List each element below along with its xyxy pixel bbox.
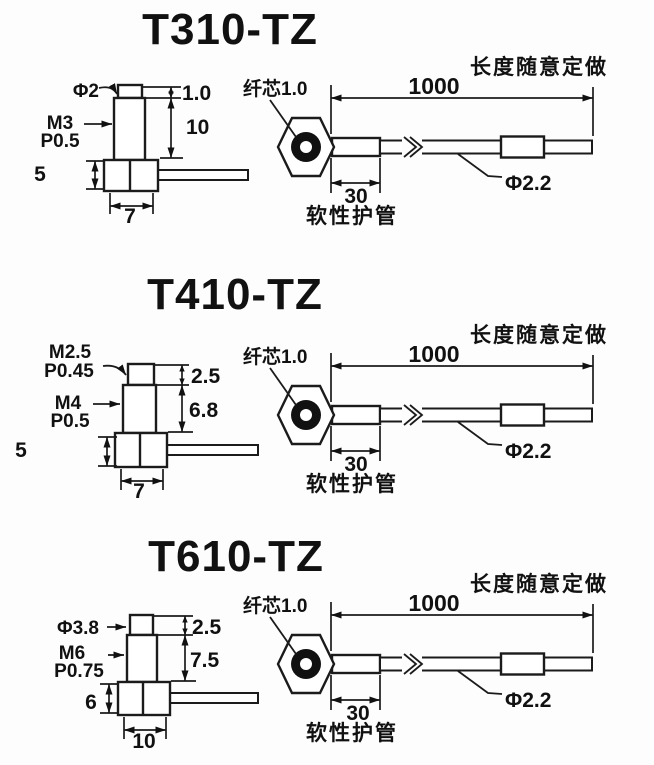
cable-connector bbox=[499, 652, 546, 676]
cable-length-note: 长度随意定做 bbox=[470, 55, 608, 79]
dim-tip-height: 2.5 bbox=[192, 616, 222, 639]
dim-tip-height: 1.0 bbox=[182, 82, 211, 105]
cable-view: 长度随意定做 纤芯1.0 1000 30 软性护管 Φ2.2 bbox=[243, 323, 608, 496]
sensor-tip bbox=[116, 83, 144, 100]
sensor-side-view: Φ3.8 M6 P0.75 2.5 7.5 6 10 bbox=[54, 613, 259, 753]
thread-spec-line1: M6 bbox=[59, 643, 85, 664]
fiber-core-leader-line bbox=[269, 99, 297, 138]
cable-break-icon bbox=[403, 136, 418, 158]
dim-base-height: 5 bbox=[15, 439, 27, 462]
fiber-core-leader-line bbox=[269, 616, 297, 655]
dim-cable-length: 1000 bbox=[408, 341, 459, 367]
section-t410: T410-TZ M2.5 P0.45 M4 P0.5 2.5 6.8 5 bbox=[15, 270, 608, 503]
cable-diameter-label: Φ2.2 bbox=[505, 172, 551, 195]
fiber-cable-tail bbox=[166, 444, 259, 456]
sensor-tip bbox=[126, 362, 156, 387]
cable-length-note: 长度随意定做 bbox=[470, 572, 608, 596]
fiber-core-label: 纤芯1.0 bbox=[243, 594, 307, 617]
sensor-threaded-body bbox=[125, 633, 159, 684]
fiber-core-hole bbox=[300, 409, 312, 421]
fiber-core-hole bbox=[300, 141, 312, 153]
cable-break-icon bbox=[403, 653, 418, 675]
cable-view: 长度随意定做 纤芯1.0 1000 30 软性护管 Φ2.2 bbox=[243, 572, 608, 745]
tip-thread-line1: M2.5 bbox=[49, 342, 92, 363]
fiber-cable-tail bbox=[169, 692, 259, 704]
diameter-leader-line bbox=[457, 153, 503, 178]
cable-diameter-label: Φ2.2 bbox=[505, 689, 551, 712]
cable-break-icon bbox=[409, 136, 424, 158]
dim-tip-height: 2.5 bbox=[191, 365, 221, 388]
thread-spec-line2: P0.5 bbox=[50, 411, 90, 432]
thread-spec-line2: P0.75 bbox=[54, 661, 104, 682]
dim-body-height: 10 bbox=[186, 116, 209, 139]
dim-sheath-length: 30 bbox=[346, 702, 369, 725]
dim-sheath-length: 30 bbox=[344, 453, 367, 476]
cable-break-icon bbox=[409, 653, 424, 675]
sheath-tube bbox=[330, 404, 382, 426]
sensor-threaded-body bbox=[121, 383, 158, 435]
section-title: T610-TZ bbox=[148, 532, 324, 581]
tip-pointer-arrow-icon bbox=[102, 364, 127, 376]
fiber-core-label: 纤芯1.0 bbox=[243, 345, 307, 368]
dim-base-width: 7 bbox=[124, 205, 136, 228]
fiber-core-hole bbox=[300, 658, 312, 670]
cable-length-note: 长度随意定做 bbox=[470, 323, 608, 347]
tip-diameter-label: Φ2 bbox=[73, 81, 99, 102]
thread-spec-line1: M3 bbox=[47, 113, 73, 134]
thread-spec-line1: M4 bbox=[55, 393, 82, 414]
dim-sheath-length: 30 bbox=[344, 185, 367, 208]
tip-thread-line2: P0.45 bbox=[44, 361, 94, 382]
sheath-tube bbox=[330, 653, 382, 675]
cable-view: 长度随意定做 纤芯1.0 1000 30 软性护管 Φ2.2 bbox=[243, 55, 608, 228]
dim-base-width: 10 bbox=[132, 730, 155, 753]
diameter-leader-line bbox=[457, 421, 503, 446]
fiber-core-label: 纤芯1.0 bbox=[243, 77, 307, 100]
cable-break-icon bbox=[409, 404, 424, 426]
sensor-threaded-body bbox=[112, 96, 147, 162]
dim-base-height: 6 bbox=[85, 691, 97, 714]
fiber-core-leader-line bbox=[269, 367, 297, 406]
sheath-label: 软性护管 bbox=[306, 204, 398, 228]
tip-pointer-arrow-icon bbox=[98, 83, 118, 95]
sensor-tip bbox=[128, 613, 155, 637]
tip-diameter-label: Φ3.8 bbox=[57, 618, 99, 639]
thread-spec-line2: P0.5 bbox=[40, 131, 80, 152]
dim-base-height: 5 bbox=[34, 163, 46, 186]
sheath-tube bbox=[330, 136, 382, 158]
fiber-cable-tail bbox=[157, 169, 249, 181]
cable-connector bbox=[499, 403, 546, 427]
cable-break-icon bbox=[403, 404, 418, 426]
sensor-side-view: Φ2 M3 P0.5 1.0 10 5 7 bbox=[34, 81, 249, 228]
sheath-label: 软性护管 bbox=[306, 721, 398, 745]
cable-diameter-label: Φ2.2 bbox=[505, 440, 551, 463]
cable-connector bbox=[499, 135, 546, 159]
sensor-side-view: M2.5 P0.45 M4 P0.5 2.5 6.8 5 7 bbox=[15, 342, 259, 503]
dim-cable-length: 1000 bbox=[408, 73, 459, 99]
dim-body-height: 7.5 bbox=[190, 649, 220, 672]
section-title: T310-TZ bbox=[142, 5, 318, 54]
dim-body-height: 6.8 bbox=[189, 399, 219, 422]
sheath-label: 软性护管 bbox=[306, 472, 398, 496]
dim-cable-length: 1000 bbox=[408, 590, 459, 616]
dim-base-width: 7 bbox=[133, 480, 145, 503]
section-t310: T310-TZ Φ2 M3 P0.5 1.0 10 5 bbox=[34, 5, 608, 228]
section-t610: T610-TZ Φ3.8 M6 P0.75 2.5 7.5 6 bbox=[54, 532, 608, 753]
diameter-leader-line bbox=[457, 670, 503, 695]
section-title: T410-TZ bbox=[147, 270, 323, 319]
